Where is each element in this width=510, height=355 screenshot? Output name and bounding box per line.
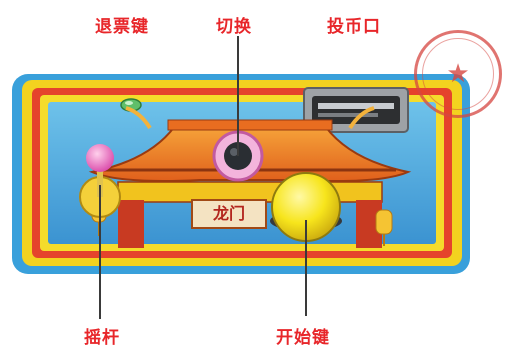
gate-sign-text: 龙门: [212, 204, 245, 223]
label-coin-slot: 投币口: [327, 17, 381, 37]
pavilion-roof: [88, 106, 412, 182]
leader-start: [305, 220, 307, 316]
coin-slot[interactable]: [303, 87, 409, 133]
lantern-right-icon: [375, 209, 393, 246]
official-seal: ★: [414, 30, 502, 118]
start-button[interactable]: [270, 172, 342, 242]
label-switch: 切换: [216, 17, 252, 37]
leader-joystick: [99, 185, 101, 319]
seal-star-icon: ★: [446, 59, 470, 89]
label-start-key: 开始键: [276, 328, 330, 348]
leader-switch: [237, 36, 239, 156]
label-refund-key: 退票键: [95, 17, 149, 37]
label-joystick: 摇杆: [84, 328, 120, 348]
